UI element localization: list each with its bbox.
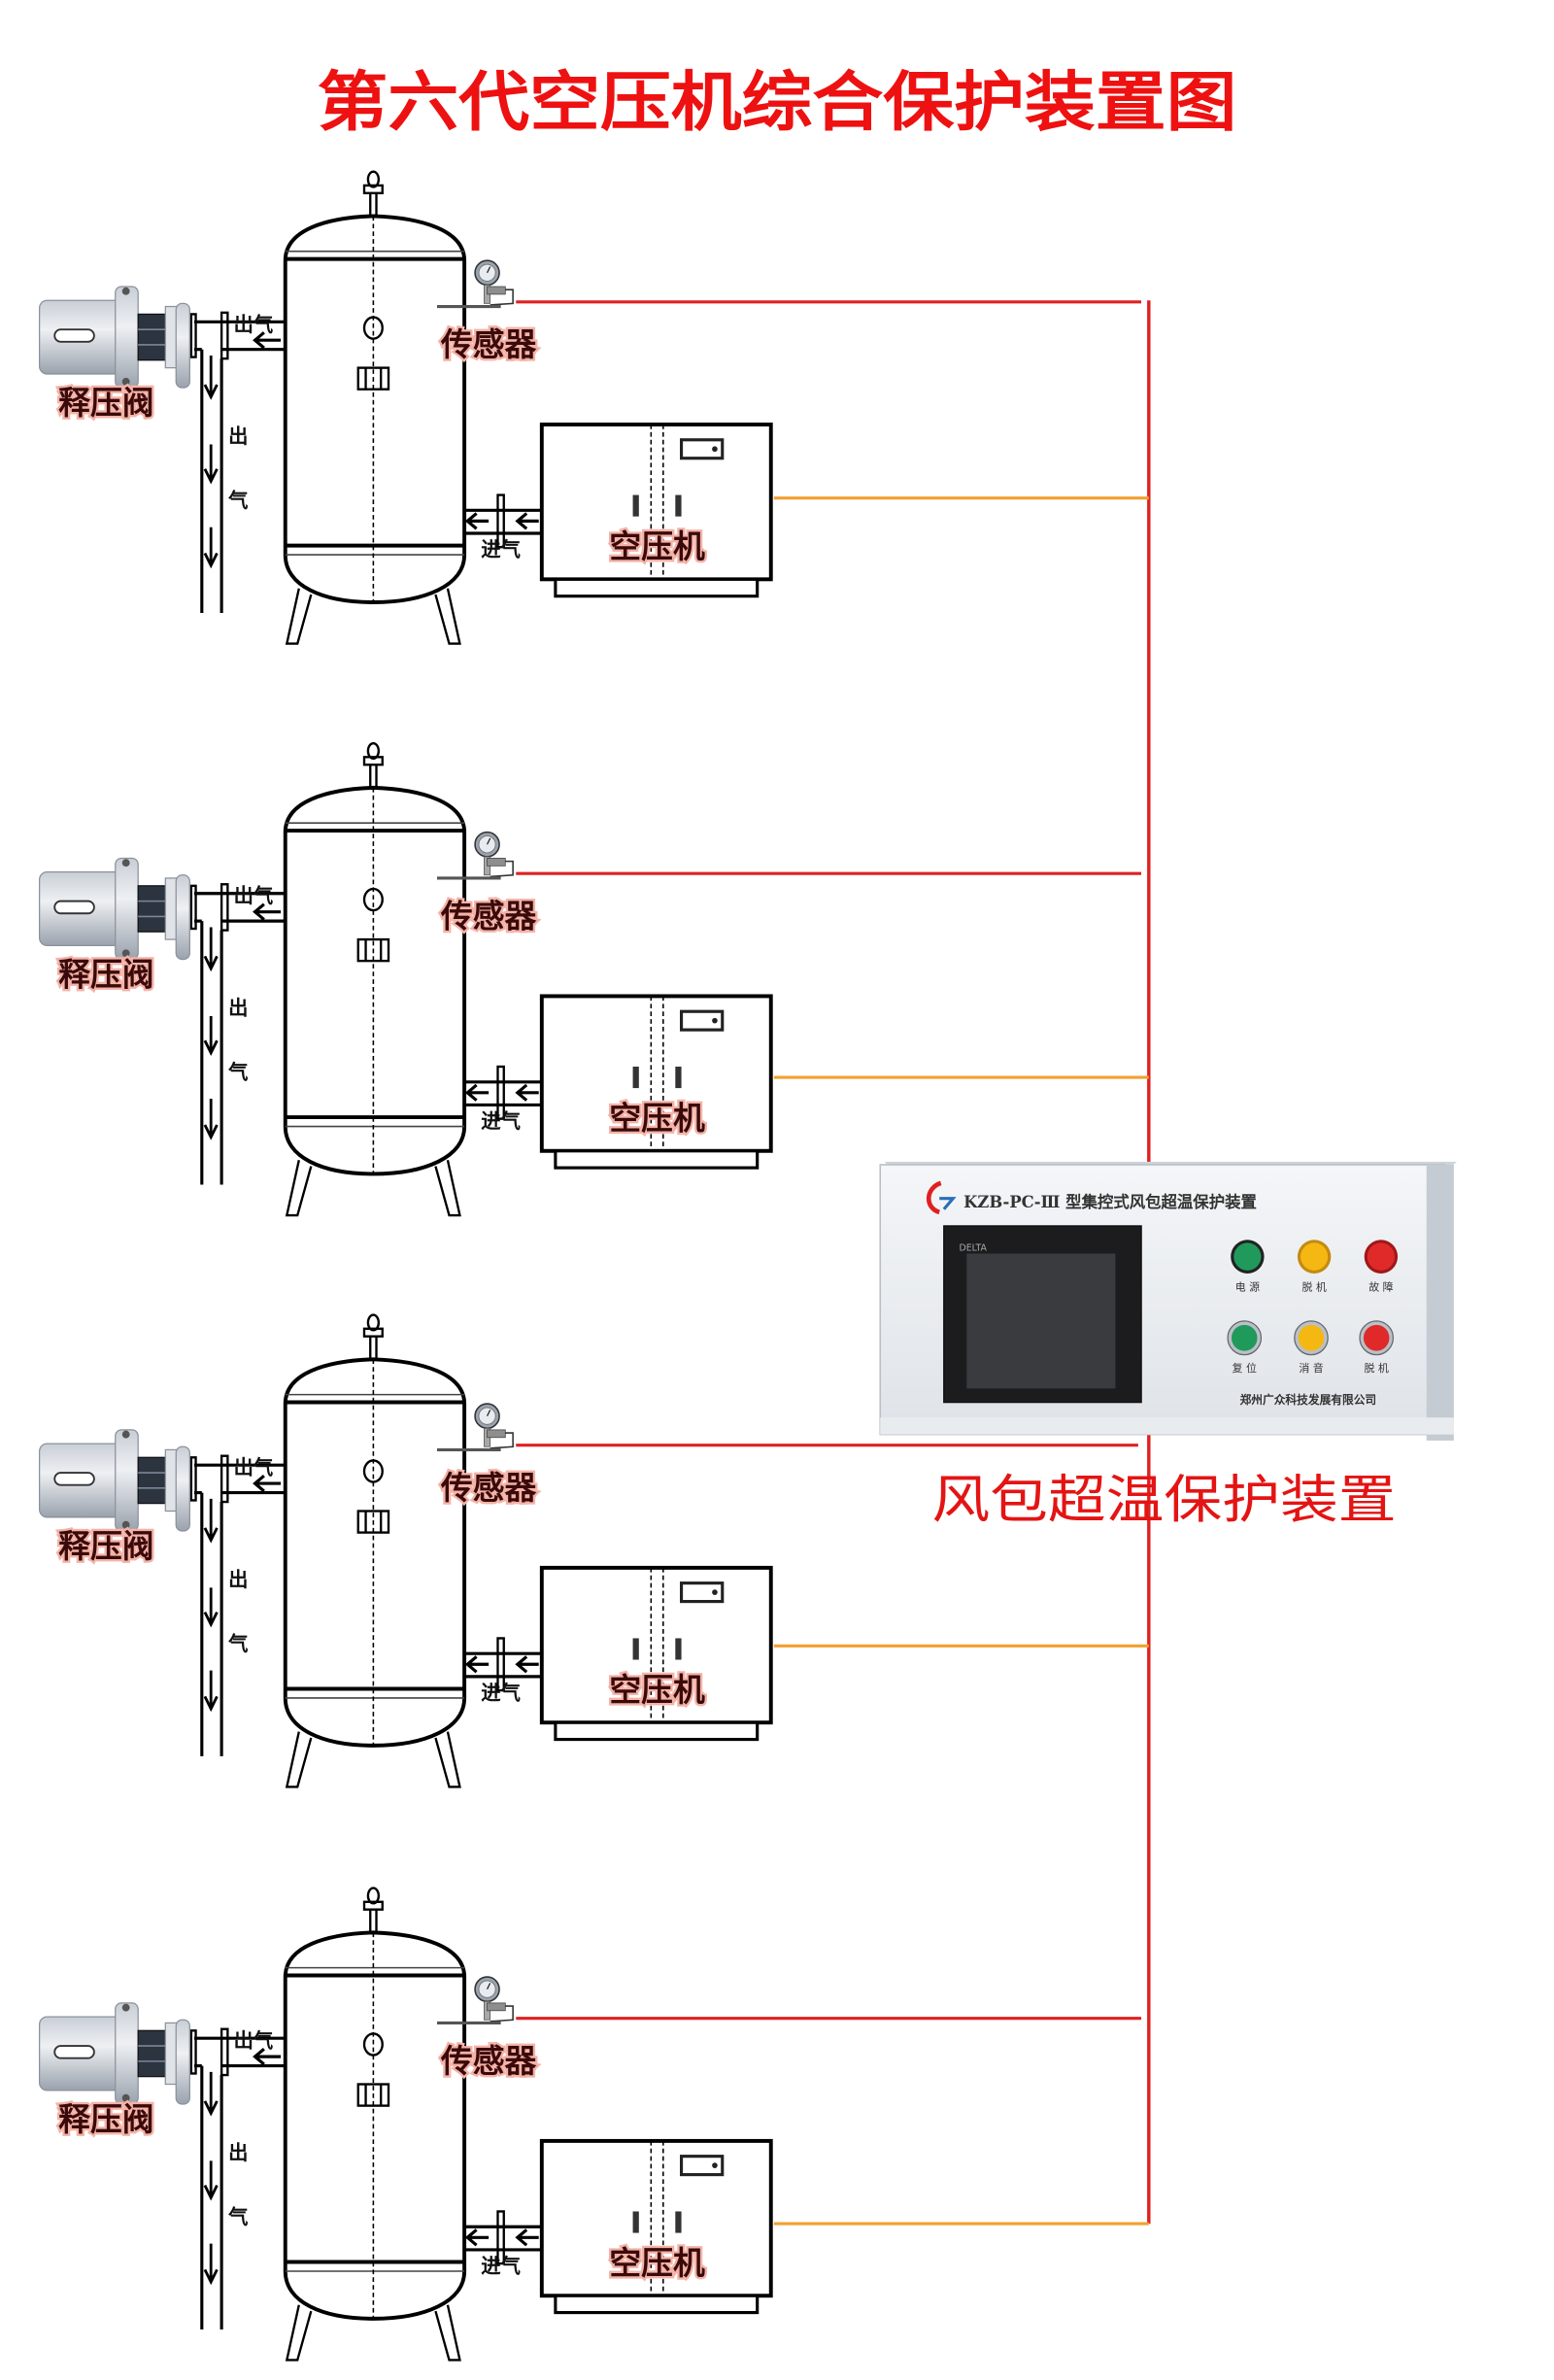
relief-valve-label: 释压阀 [58,2100,153,2138]
pipe-label-out: 出 [228,1568,248,1591]
button-offline[interactable]: 脱 机 [1359,1320,1394,1375]
outlet-label: 出气 [234,1456,274,1479]
mute-button[interactable] [1298,1324,1325,1351]
compressor-label: 空压机 [609,1100,704,1138]
unit-3: 释压阀 出气 出 气 传感器 进气 空压机 [37,1312,1149,1789]
screen-display [966,1253,1116,1389]
pipe-label-out: 出 [228,2141,248,2164]
inlet-label: 进气 [481,1109,521,1133]
relief-valve-label: 释压阀 [58,1527,153,1565]
inlet-label: 进气 [481,1681,521,1704]
button-label: 复 位 [1233,1361,1257,1375]
button-reset[interactable]: 复 位 [1227,1320,1263,1375]
inlet-label: 进气 [481,538,521,561]
sensor-label: 传感器 [440,2042,537,2080]
compressor-label: 空压机 [609,2244,704,2282]
offline-lamp[interactable] [1301,1242,1329,1271]
indicator-fault[interactable]: 故 障 [1364,1240,1399,1293]
sensor-label: 传感器 [440,897,537,935]
sensor-label: 传感器 [440,325,537,363]
diagram-title: 第六代空压机综合保护装置图 [318,64,1237,139]
relief-valve-label: 释压阀 [58,955,153,993]
outlet-label: 出气 [234,313,274,336]
panel-caption: 风包超温保护装置 [931,1469,1396,1530]
unit-2: 释压阀 出气 出 气 传感器 进气 空压机 [37,741,1149,1218]
relief-valve-label: 释压阀 [58,384,153,422]
button-label: 故 障 [1368,1279,1393,1293]
pipe-label-air: 气 [227,1061,249,1084]
unit-4: 释压阀 出气 出 气 传感器 进气 空压机 [37,1886,1149,2363]
offline-button[interactable] [1363,1324,1390,1351]
reset-button[interactable] [1231,1324,1258,1351]
indicator-offline[interactable]: 脱 机 [1297,1240,1332,1293]
button-label: 脱 机 [1301,1279,1326,1293]
button-mute[interactable]: 消 音 [1294,1320,1329,1375]
company-logo-icon [926,1180,957,1215]
fault-lamp[interactable] [1367,1242,1395,1271]
panel-model-title: KZB-PC-Ⅲ 型集控式风包超温保护装置 [963,1193,1257,1211]
pipe-label-out: 出 [228,996,248,1019]
compressor-label: 空压机 [609,527,704,565]
button-label: 电 源 [1235,1279,1260,1293]
screen-brand: DELTA [960,1242,988,1253]
power-lamp[interactable] [1233,1242,1262,1271]
button-label: 消 音 [1299,1361,1323,1375]
pipe-label-out: 出 [228,425,248,448]
compressor-label: 空压机 [609,1671,704,1709]
sensor-label: 传感器 [440,1469,537,1507]
pipe-label-air: 气 [227,2205,249,2228]
outlet-label: 出气 [234,2029,274,2053]
outlet-label: 出气 [234,884,274,907]
control-panel: KZB-PC-Ⅲ 型集控式风包超温保护装置 DELTA 电 源 脱 机 故 障 … [879,1161,1457,1441]
unit-1: 释压阀 出气 出 气 传感器 进气 空压机 [37,169,1149,646]
manufacturer-name: 郑州广众科技发展有限公司 [1240,1393,1377,1407]
button-label: 脱 机 [1365,1361,1389,1375]
pipe-label-air: 气 [227,489,249,512]
inlet-label: 进气 [481,2254,521,2277]
pipe-label-air: 气 [227,1632,249,1655]
indicator-power[interactable]: 电 源 [1231,1240,1265,1293]
